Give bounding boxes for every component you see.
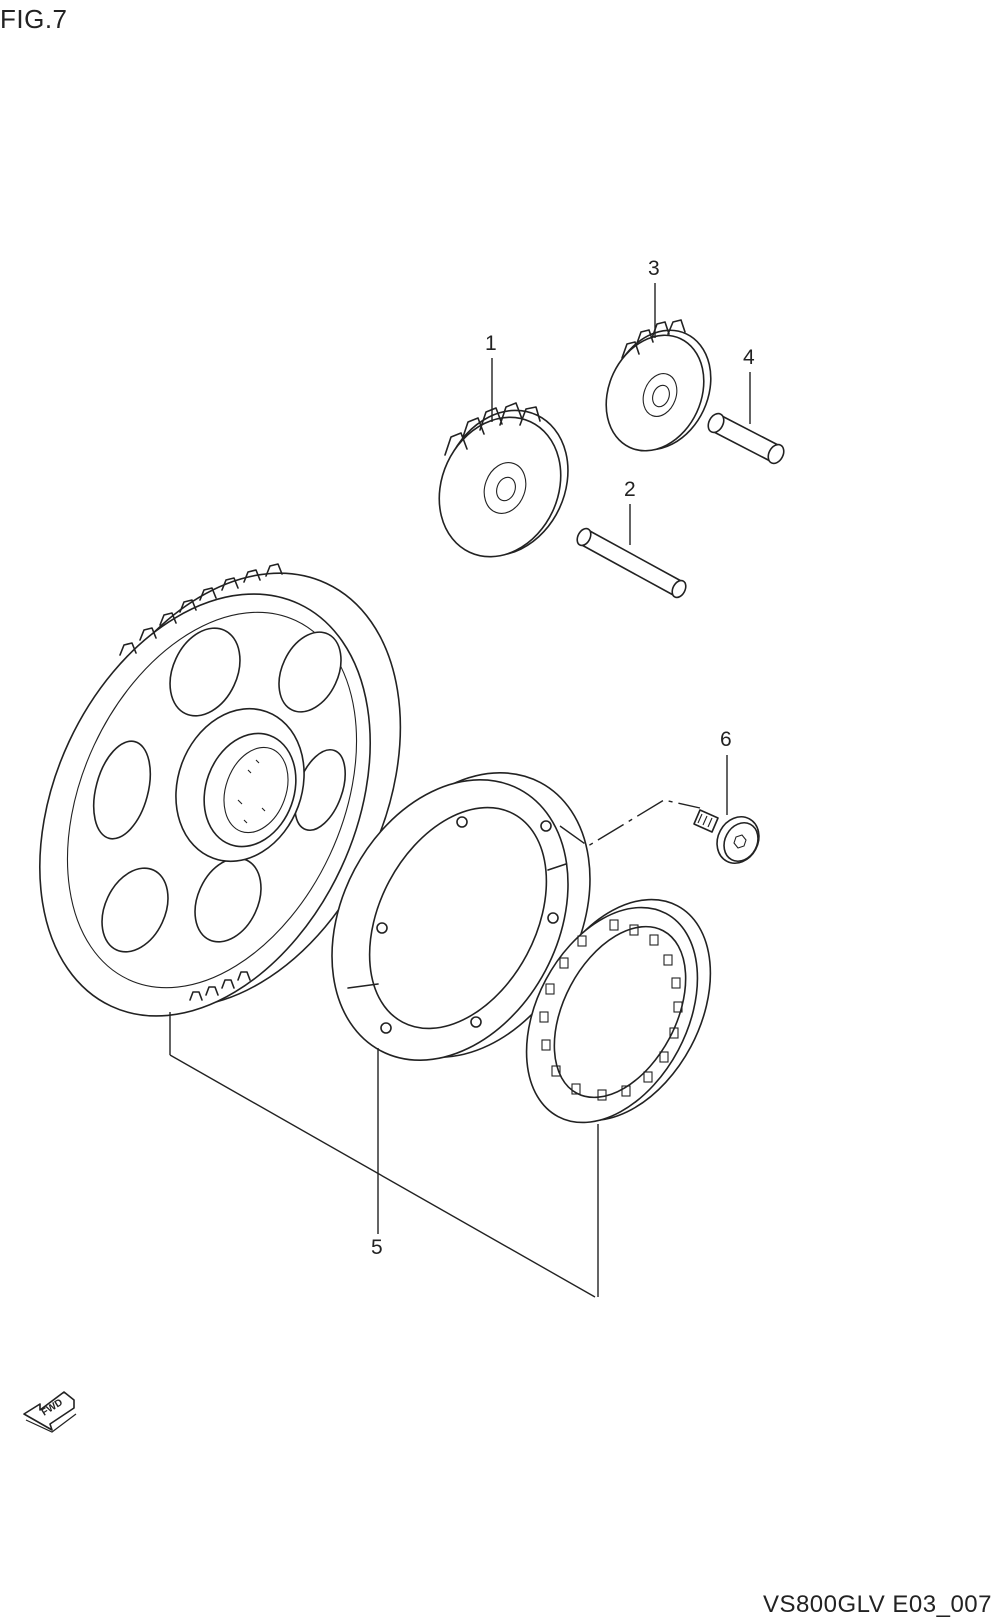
idle-gear-shaft-no1[interactable] <box>574 526 688 600</box>
clutch-rollers <box>539 919 683 1101</box>
idle-gear-shaft-no2[interactable] <box>705 411 787 466</box>
starter-idle-gear-no1[interactable] <box>417 390 591 577</box>
gear-hub <box>175 707 305 863</box>
figure-title: FIG.7 <box>0 4 68 34</box>
fwd-arrow-icon: FWD <box>23 1391 77 1433</box>
callout-1: 1 <box>485 332 497 355</box>
starter-driven-gear[interactable] <box>0 518 467 1070</box>
gear-teeth-top <box>119 563 283 656</box>
callout-3: 3 <box>648 257 660 280</box>
callout-4: 4 <box>743 346 755 369</box>
gear-teeth-bottom <box>189 971 251 1001</box>
callout-6: 6 <box>720 728 732 751</box>
drawing-code: VS800GLV E03_007 <box>762 1591 992 1618</box>
callout-2: 2 <box>624 478 636 501</box>
callout-5: 5 <box>371 1236 383 1259</box>
one-way-clutch-bearing[interactable] <box>492 869 746 1152</box>
starter-idle-gear-no2[interactable] <box>588 314 730 467</box>
one-way-clutch-housing[interactable] <box>285 731 637 1101</box>
leader-lines <box>169 283 751 1298</box>
gear-holes <box>92 627 346 953</box>
allen-bolt[interactable] <box>693 809 767 870</box>
